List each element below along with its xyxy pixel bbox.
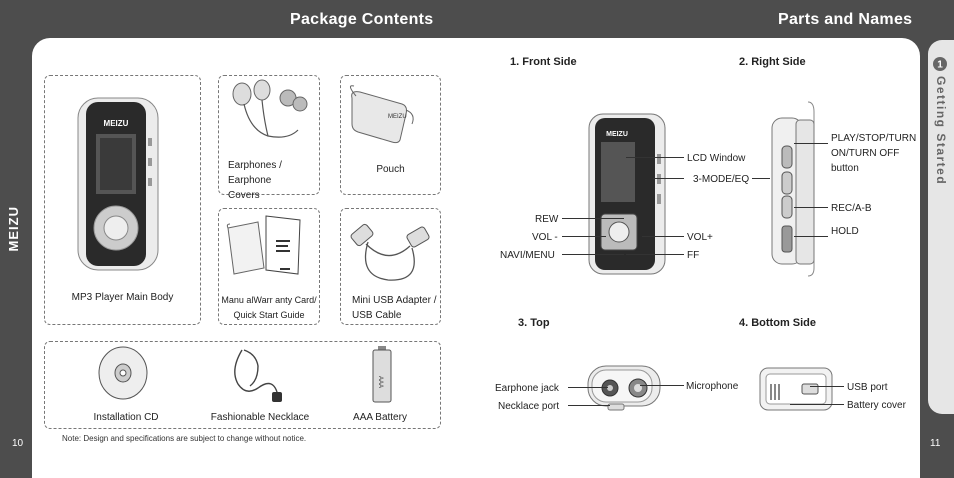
manual-label: Manu alWarr anty Card/ Quick Start Guide	[221, 295, 317, 320]
usb-port-leader	[810, 386, 844, 387]
battery-label: AAA Battery	[353, 412, 407, 423]
chapter-number: 1	[937, 60, 943, 71]
accessories-box	[44, 341, 441, 429]
front-side-title: 1. Front Side	[510, 56, 577, 68]
jack-leader	[568, 387, 608, 388]
earphones-box	[218, 75, 320, 195]
ff-label: FF	[687, 250, 700, 261]
battery-illustration: AAA	[372, 346, 392, 403]
ff-leader	[626, 254, 684, 255]
cd-illustration	[98, 346, 148, 400]
pouch-label: Pouch	[376, 164, 405, 175]
bottom-view-illustration	[759, 367, 833, 411]
necklace-label: Fashionable Necklace	[210, 412, 310, 423]
side-tab[interactable]	[928, 40, 954, 414]
usb-box	[340, 208, 441, 325]
vol-minus-label: VOL -	[532, 232, 558, 243]
bottom-side-title: 4. Bottom Side	[739, 317, 817, 329]
microphone-label: Microphone	[686, 381, 739, 392]
chapter-number-icon: 1	[933, 57, 947, 71]
usb-cable-illustration	[350, 223, 430, 281]
package-contents-title: Package Contents	[290, 11, 434, 28]
mode-leader-a	[653, 178, 684, 179]
front-device-logo: MEIZU	[606, 131, 628, 138]
top-title: 3. Top	[518, 317, 550, 329]
navi-menu-label: NAVI/MENU	[500, 250, 555, 261]
left-page-number: 10	[12, 438, 24, 449]
right-page-number: 11	[930, 438, 941, 449]
device-logo: MEIZU	[104, 119, 129, 128]
usb-label: Mini USB Adapter / USB Cable	[352, 295, 437, 321]
front-side-illustration: MEIZU	[588, 113, 666, 275]
manual-illustration	[226, 215, 301, 275]
necklace-port-leader	[568, 405, 610, 406]
necklace-port-label: Necklace port	[498, 401, 560, 412]
main-player-label: MP3 Player Main Body	[71, 292, 174, 303]
disclaimer-note: Note: Design and specifications are subj…	[62, 434, 307, 443]
top-view-illustration	[587, 365, 661, 411]
rec-leader	[794, 207, 828, 208]
earphones-illustration	[232, 79, 308, 138]
brand-logo: MEIZU	[6, 206, 21, 252]
manual-box	[218, 208, 320, 325]
mode-leader-b	[752, 178, 770, 179]
earphone-jack-label: Earphone jack	[495, 383, 559, 394]
vol-plus-leader	[642, 236, 684, 237]
rew-label: REW	[535, 214, 559, 225]
pouch-illustration: MEIZU	[350, 85, 414, 144]
parts-and-names-title: Parts and Names	[778, 11, 913, 28]
mic-leader	[640, 385, 684, 386]
battery-print: AAA	[377, 376, 383, 388]
right-side-illustration	[771, 101, 815, 277]
play-leader	[794, 143, 828, 144]
battery-cover-leader	[790, 404, 844, 405]
navi-leader	[562, 254, 624, 255]
vol-minus-leader	[562, 236, 606, 237]
rew-leader	[562, 218, 624, 219]
hold-label: HOLD	[831, 226, 859, 237]
lcd-window-label: LCD Window	[687, 153, 746, 164]
right-side-title: 2. Right Side	[739, 56, 806, 68]
pouch-logo: MEIZU	[388, 114, 407, 120]
main-player-illustration: MEIZU	[77, 97, 159, 271]
rec-ab-label: REC/A-B	[831, 203, 872, 214]
hold-leader	[794, 236, 828, 237]
side-tab-label: Getting Started	[934, 76, 948, 186]
necklace-illustration	[234, 349, 282, 402]
vol-plus-label: VOL+	[687, 232, 713, 243]
play-stop-label: PLAY/STOP/TURN ON/TURN OFF button	[831, 133, 917, 174]
lcd-leader	[626, 157, 684, 158]
usb-port-label: USB port	[847, 382, 888, 393]
pouch-box	[340, 75, 441, 195]
battery-cover-label: Battery cover	[847, 400, 906, 411]
earphones-label: Earphones / Earphone Covers	[228, 160, 282, 201]
cd-label: Installation CD	[93, 412, 159, 423]
mode-eq-label: 3-MODE/EQ	[693, 174, 750, 185]
main-player-box	[44, 75, 201, 325]
